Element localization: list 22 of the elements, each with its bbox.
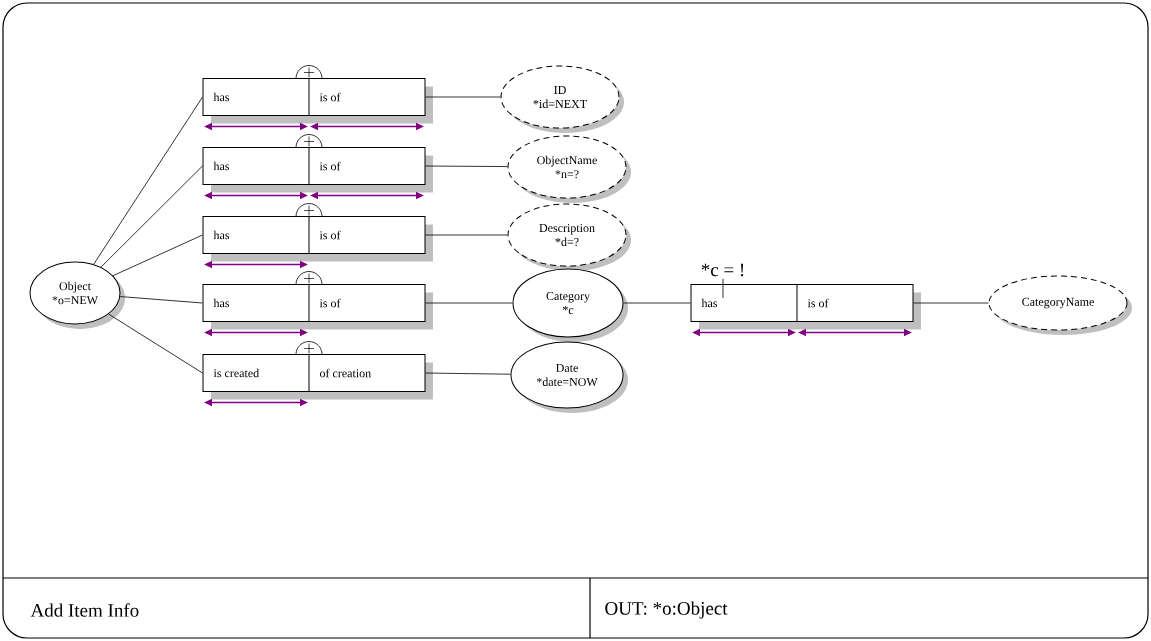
footer-text: OUT: *o:Object xyxy=(605,601,728,619)
connector-line xyxy=(93,96,203,265)
fact-type-box: is created of creation xyxy=(202,354,433,400)
fact-type-box: has is of xyxy=(202,147,433,193)
connector-line xyxy=(100,165,203,268)
fact-type-box: has is of xyxy=(690,284,921,330)
connector-line xyxy=(108,313,203,374)
connector-line xyxy=(425,372,511,375)
connector-line xyxy=(913,302,989,304)
connector-line xyxy=(623,302,691,304)
connector-line xyxy=(119,296,203,304)
connector-line xyxy=(425,302,513,304)
connector-line xyxy=(425,96,501,98)
footer-text: Add Item Info xyxy=(30,603,139,617)
connector-line xyxy=(425,165,508,167)
connector-line xyxy=(425,234,508,236)
fact-type-box: has is of xyxy=(202,78,433,124)
constraint-text: *c = ! xyxy=(701,263,744,277)
fact-type-box: has is of xyxy=(202,216,433,262)
leader-line xyxy=(722,278,724,299)
fact-type-box: has is of xyxy=(202,284,433,330)
connector-line xyxy=(112,234,203,277)
